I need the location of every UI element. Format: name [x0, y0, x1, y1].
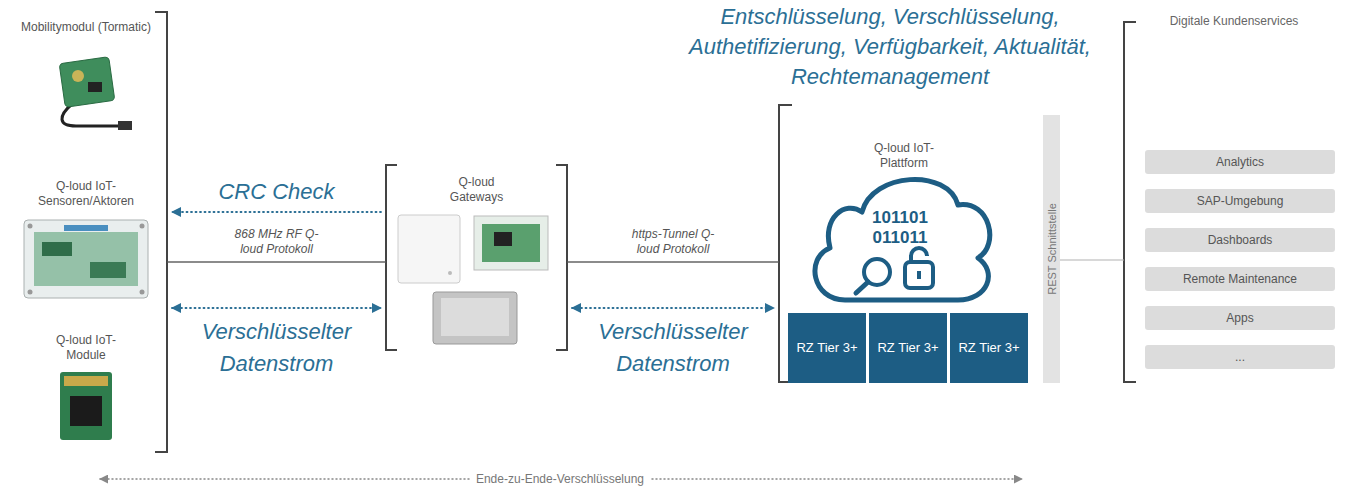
service-box: Apps	[1145, 306, 1335, 330]
service-box: Analytics	[1145, 150, 1335, 174]
data-flow-arrow	[572, 307, 774, 309]
data-flow-arrow	[172, 211, 381, 213]
cloud-picture	[815, 179, 990, 300]
box-label: Apps	[1226, 310, 1253, 326]
node-heading: Q-loud IoT-Module	[46, 333, 126, 363]
gateway-pictures	[398, 215, 548, 344]
iot-module-picture	[60, 372, 112, 440]
mobility-module-picture	[59, 57, 132, 130]
bar-label: REST Schnittstelle	[1045, 203, 1058, 295]
edge-label: Verschlüsselter Datenstrom	[177, 316, 377, 380]
device-card: Q-loud IoT-Sensoren/Aktoren	[16, 179, 156, 304]
box-label: RZ Tier 3+	[958, 340, 1019, 356]
datacenter-box: RZ Tier 3+	[869, 313, 947, 383]
link-line	[168, 261, 385, 263]
node-heading: Q-loud IoT-Plattform	[859, 141, 949, 171]
node-heading: Mobilitymodul (Tormatic)	[19, 20, 154, 35]
edge-label: CRC Check	[218, 176, 334, 208]
span-label: Ende-zu-Ende-Verschlüsselung	[470, 472, 650, 486]
node-heading: Q-loud Gateways	[432, 175, 522, 205]
data-flow-arrow	[172, 307, 381, 309]
binary-digits: 101101 011011	[865, 208, 935, 248]
edge-label: Verschlüsselter Datenstrom	[573, 316, 773, 380]
box-label: RZ Tier 3+	[796, 340, 857, 356]
link-line	[568, 261, 778, 263]
device-group: Mobilitymodul (Tormatic) Q-loud IoT-Senso…	[10, 12, 168, 452]
box-label: Dashboards	[1208, 232, 1273, 248]
node-heading: Q-loud IoT-Sensoren/Aktoren	[19, 179, 154, 209]
feature-note: Entschlüsselung, Verschlüsselung, Authet…	[680, 2, 1100, 92]
service-box: Dashboards	[1145, 228, 1335, 252]
box-label: SAP-Umgebung	[1197, 193, 1284, 209]
service-box: Remote Maintenance	[1145, 267, 1335, 291]
box-label: Analytics	[1216, 154, 1264, 170]
datacenter-box: RZ Tier 3+	[788, 313, 866, 383]
edge-label: https-Tunnel Q-loud Protokoll	[623, 227, 723, 257]
link-line	[1060, 259, 1123, 261]
gateway-group: Q-loud Gateways	[385, 165, 568, 350]
bracket	[155, 12, 167, 452]
interface-bar: REST Schnittstelle	[1043, 115, 1060, 383]
sensor-box-picture	[24, 220, 148, 298]
bracket	[386, 165, 397, 350]
box-label: RZ Tier 3+	[877, 340, 938, 356]
service-box: SAP-Umgebung	[1145, 189, 1335, 213]
bracket	[1124, 22, 1136, 382]
datacenter-box: RZ Tier 3+	[950, 313, 1028, 383]
bracket	[556, 165, 567, 350]
service-box: ...	[1145, 345, 1335, 369]
edge-label: 868 MHz RF Q-loud Protokoll	[227, 227, 327, 257]
node-heading: Digitale Kundenservices	[1134, 14, 1334, 29]
box-label: ...	[1235, 349, 1245, 365]
service-group: Digitale KundenservicesAnalyticsSAP-Umge…	[1123, 10, 1345, 383]
device-card: Q-loud IoT-Module	[16, 333, 156, 443]
box-label: Remote Maintenance	[1183, 271, 1297, 287]
device-card: Mobilitymodul (Tormatic)	[16, 20, 156, 128]
